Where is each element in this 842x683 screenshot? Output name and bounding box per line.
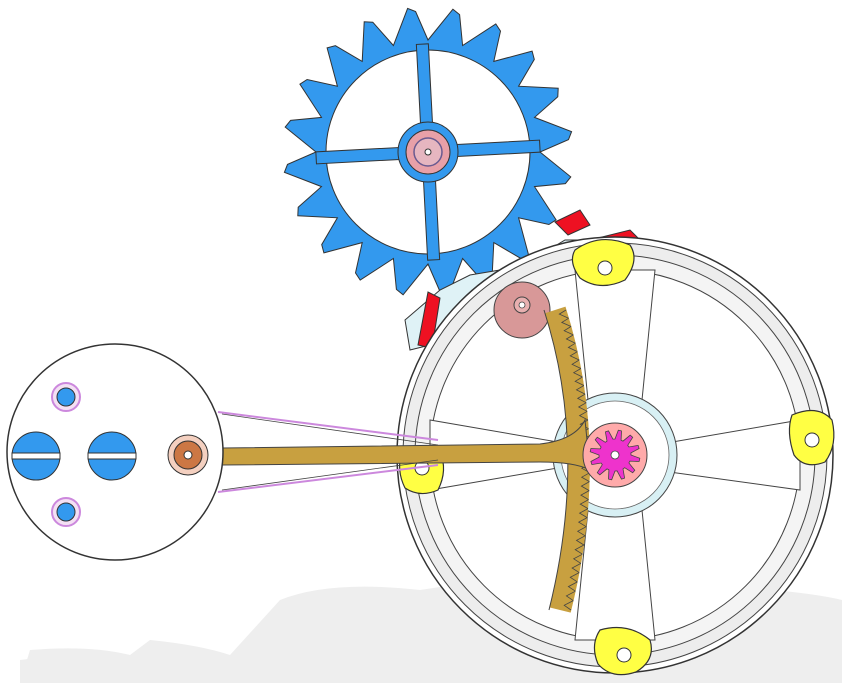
index-plate [6,343,439,561]
pallet-pinion [493,281,551,339]
jewel-ring-top [51,382,81,412]
pivot-bearing [167,434,209,476]
exit-pallet-jewel [554,209,591,236]
screw-right [87,431,137,481]
regulator-pinion [582,422,648,488]
jewel-ring-bottom [51,497,81,527]
escape-wheel [283,7,573,297]
screw-left [11,431,61,481]
